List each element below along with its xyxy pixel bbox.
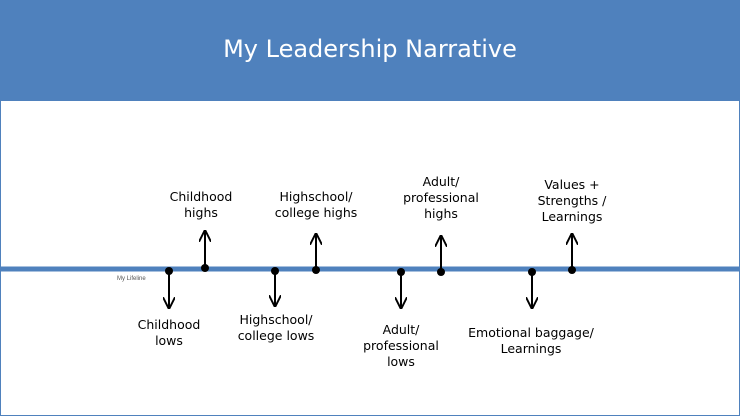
marker-emotional-baggage	[528, 268, 536, 308]
label-highschool-lows: Highschool/ college lows	[237, 312, 315, 343]
title-banner: My Leadership Narrative	[1, 1, 739, 101]
label-emotional-baggage: Emotional baggage/ Learnings	[468, 325, 594, 356]
label-highschool-highs: Highschool/ college highs	[274, 189, 358, 220]
label-childhood-lows: Childhood lows	[137, 317, 201, 348]
marker-adult-lows	[397, 268, 405, 308]
label-adult-lows: Adult/ professional lows	[363, 322, 439, 369]
slide-title: My Leadership Narrative	[223, 35, 517, 63]
label-adult-highs: Adult/ professional highs	[403, 174, 479, 221]
marker-values-strengths	[568, 234, 576, 274]
marker-childhood-lows	[165, 267, 173, 308]
marker-highschool-lows	[271, 267, 279, 306]
lifeline-label: My Lifeline	[117, 276, 146, 282]
marker-adult-highs	[437, 236, 445, 276]
marker-highschool-highs	[312, 234, 320, 274]
marker-childhood-highs	[201, 231, 209, 272]
label-childhood-highs: Childhood highs	[169, 189, 233, 220]
label-values-strengths: Values + Strengths / Learnings	[537, 177, 607, 224]
